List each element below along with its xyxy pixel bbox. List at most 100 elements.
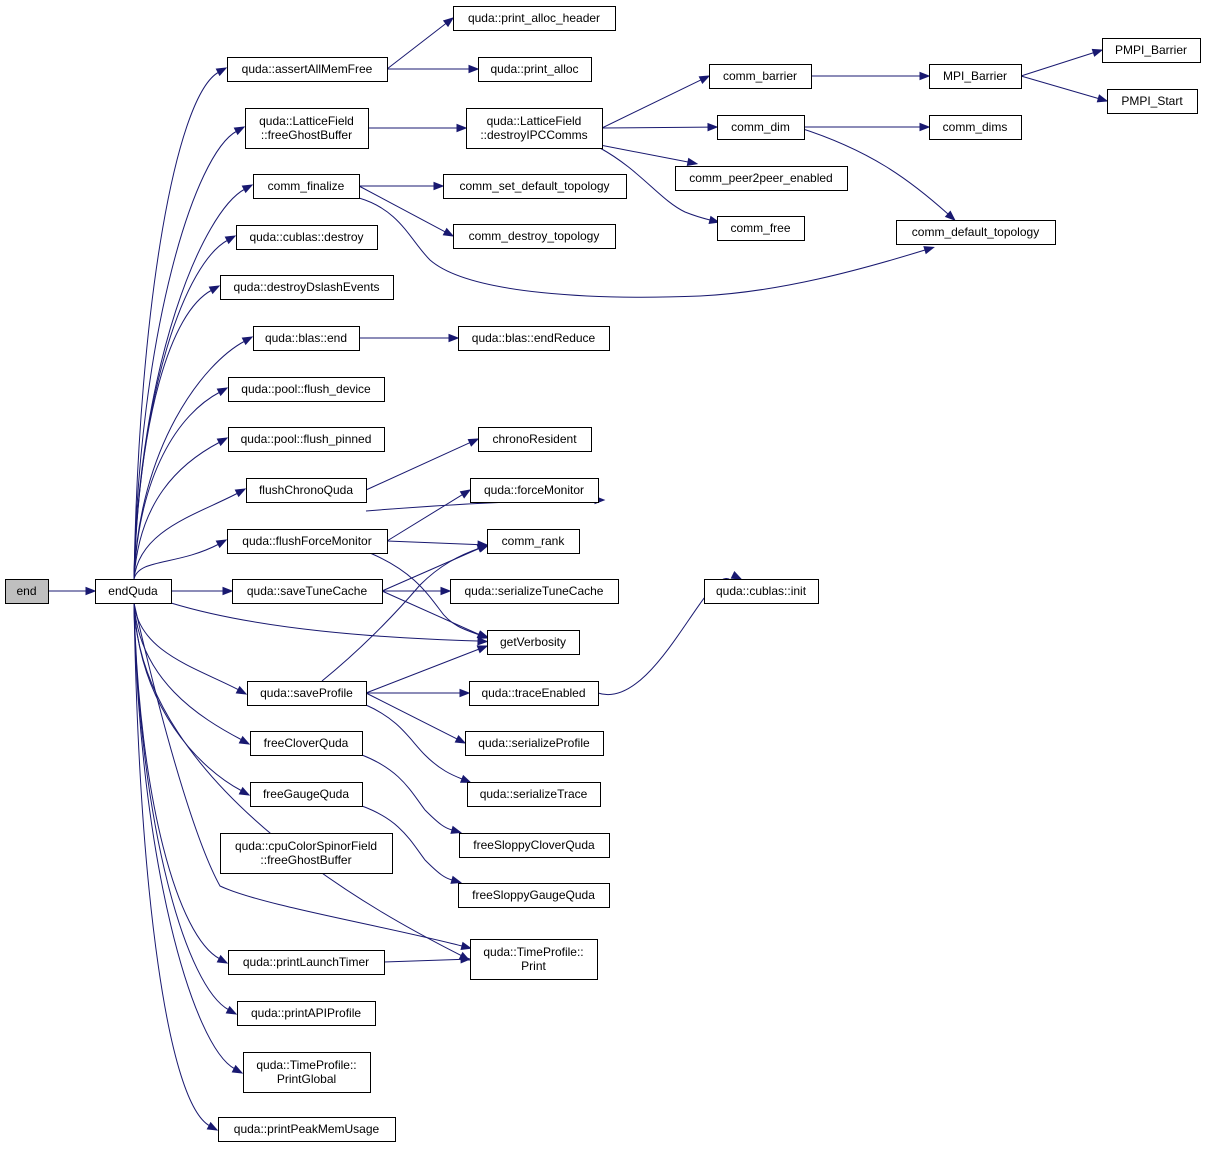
edge-comm_dim-to-comm_default_topology xyxy=(796,126,956,221)
node-PMPI_Barrier[interactable]: PMPI_Barrier xyxy=(1102,38,1201,63)
node-label: quda::TimeProfile:: xyxy=(256,1058,356,1072)
node-comm_default_topology[interactable]: comm_default_topology xyxy=(896,220,1056,245)
edge-comm_finalize-to-comm_destroy_topology xyxy=(358,185,455,237)
edge-destroyIPCComms-to-comm_peer2peer_enabled xyxy=(599,144,699,167)
node-cublas_destroy[interactable]: quda::cublas::destroy xyxy=(236,225,378,250)
node-cublas_init[interactable]: quda::cublas::init xyxy=(704,579,819,604)
node-chronoResident[interactable]: chronoResident xyxy=(478,427,592,452)
node-TimeProfile_PrintGlobal[interactable]: quda::TimeProfile::PrintGlobal xyxy=(243,1052,371,1093)
edge-arrowhead xyxy=(216,387,229,397)
edge-line xyxy=(383,958,462,963)
edge-endQuda-to-lf_freeGhostBuffer xyxy=(133,126,246,580)
node-label: quda::destroyDslashEvents xyxy=(233,280,379,294)
node-printLaunchTimer[interactable]: quda::printLaunchTimer xyxy=(228,950,385,975)
edge-arrowhead xyxy=(478,544,490,553)
edge-MPI_Barrier-to-PMPI_Barrier xyxy=(1020,48,1104,77)
node-serializeProfile[interactable]: quda::serializeProfile xyxy=(465,731,604,756)
node-box xyxy=(469,681,599,706)
edge-arrowhead xyxy=(707,122,719,132)
node-label: quda::saveProfile xyxy=(260,686,353,700)
node-comm_dims[interactable]: comm_dims xyxy=(929,115,1022,140)
node-print_alloc_header[interactable]: quda::print_alloc_header xyxy=(453,6,616,31)
node-blas_end[interactable]: quda::blas::end xyxy=(253,326,360,351)
node-MPI_Barrier[interactable]: MPI_Barrier xyxy=(929,64,1022,89)
node-freeGaugeQuda[interactable]: freeGaugeQuda xyxy=(250,782,363,807)
node-destroyIPCComms[interactable]: quda::LatticeField::destroyIPCComms xyxy=(466,108,603,149)
node-flushChronoQuda[interactable]: flushChronoQuda xyxy=(246,478,367,503)
node-box xyxy=(487,630,580,655)
node-box xyxy=(487,529,580,554)
edge-comm_barrier-to-MPI_Barrier xyxy=(811,71,931,81)
node-printPeakMemUsage[interactable]: quda::printPeakMemUsage xyxy=(218,1117,396,1142)
node-assertAllMemFree[interactable]: quda::assertAllMemFree xyxy=(227,57,388,82)
node-box xyxy=(220,833,393,874)
edge-saveProfile-to-comm_rank xyxy=(321,544,490,682)
node-blas_endReduce[interactable]: quda::blas::endReduce xyxy=(458,326,610,351)
edge-MPI_Barrier-to-PMPI_Start xyxy=(1020,75,1109,103)
node-flushForceMonitor[interactable]: quda::flushForceMonitor xyxy=(227,529,388,554)
node-flush_device[interactable]: quda::pool::flush_device xyxy=(228,377,385,402)
edge-line xyxy=(133,391,221,580)
edge-line xyxy=(133,602,243,741)
node-print_alloc[interactable]: quda::print_alloc xyxy=(478,57,592,82)
node-freeSloppyGaugeQuda[interactable]: freeSloppyGaugeQuda xyxy=(458,883,610,908)
node-traceEnabled[interactable]: quda::traceEnabled xyxy=(469,681,599,706)
edge-endQuda-to-cublas_destroy xyxy=(133,235,237,580)
edge-line xyxy=(601,79,702,129)
node-comm_dim[interactable]: comm_dim xyxy=(717,115,805,140)
node-flush_pinned[interactable]: quda::pool::flush_pinned xyxy=(228,427,385,452)
node-label: freeGaugeQuda xyxy=(263,787,349,801)
node-label: ::freeGhostBuffer xyxy=(260,853,351,867)
node-endQuda[interactable]: endQuda xyxy=(95,579,172,604)
node-TimeProfile_Print[interactable]: quda::TimeProfile::Print xyxy=(470,939,598,980)
node-freeSloppyCloverQuda[interactable]: freeSloppyCloverQuda xyxy=(459,833,610,858)
node-box xyxy=(5,579,49,604)
node-cpu_freeGhostBuffer[interactable]: quda::cpuColorSpinorField::freeGhostBuff… xyxy=(220,833,393,874)
edge-arrowhead xyxy=(1096,94,1109,103)
node-PMPI_Start[interactable]: PMPI_Start xyxy=(1107,89,1198,114)
edge-arrowhead xyxy=(944,210,956,221)
node-comm_destroy_topology[interactable]: comm_destroy_topology xyxy=(453,224,616,249)
node-label: getVerbosity xyxy=(500,635,566,649)
node-printAPIProfile[interactable]: quda::printAPIProfile xyxy=(237,1001,376,1026)
node-label: ::destroyIPCComms xyxy=(480,128,587,142)
node-end[interactable]: end xyxy=(5,579,49,604)
node-label: freeCloverQuda xyxy=(264,736,349,750)
node-forceMonitor[interactable]: quda::forceMonitor xyxy=(470,478,599,503)
node-comm_barrier[interactable]: comm_barrier xyxy=(709,64,812,89)
edge-line xyxy=(133,492,239,580)
edge-comm_dim-to-comm_dims xyxy=(804,122,931,132)
edge-arrowhead xyxy=(224,235,237,245)
edge-arrowhead xyxy=(730,571,743,580)
node-saveTuneCache[interactable]: quda::saveTuneCache xyxy=(232,579,383,604)
node-serializeTrace[interactable]: quda::serializeTrace xyxy=(467,782,601,807)
node-saveProfile[interactable]: quda::saveProfile xyxy=(247,681,367,706)
edge-endQuda-to-getVerbosity xyxy=(170,602,489,646)
node-box xyxy=(1107,89,1198,114)
node-freeCloverQuda[interactable]: freeCloverQuda xyxy=(250,731,363,756)
node-comm_peer2peer_enabled[interactable]: comm_peer2peer_enabled xyxy=(675,166,848,191)
edge-line xyxy=(365,648,479,694)
edge-line xyxy=(369,552,481,636)
node-destroyDslashEvents[interactable]: quda::destroyDslashEvents xyxy=(220,275,394,300)
node-lf_freeGhostBuffer[interactable]: quda::LatticeField::freeGhostBuffer xyxy=(245,108,369,149)
node-comm_set_default_topology[interactable]: comm_set_default_topology xyxy=(443,174,627,199)
node-box xyxy=(717,216,805,241)
edge-arrowhead xyxy=(225,1005,238,1015)
node-serializeTuneCache[interactable]: quda::serializeTuneCache xyxy=(450,579,619,604)
node-label: quda::printAPIProfile xyxy=(251,1006,361,1020)
edge-arrowhead xyxy=(919,122,931,132)
edge-saveProfile-to-serializeProfile xyxy=(365,692,467,744)
node-comm_finalize[interactable]: comm_finalize xyxy=(253,174,360,199)
edge-endQuda-to-freeGaugeQuda xyxy=(133,602,251,796)
node-label: comm_barrier xyxy=(723,69,797,83)
node-comm_free[interactable]: comm_free xyxy=(717,216,805,241)
edge-endQuda-to-assertAllMemFree xyxy=(133,67,228,580)
edge-arrowhead xyxy=(686,157,699,167)
edge-line xyxy=(599,144,689,163)
node-getVerbosity[interactable]: getVerbosity xyxy=(487,630,580,655)
node-comm_rank[interactable]: comm_rank xyxy=(487,529,580,554)
node-box xyxy=(478,57,592,82)
